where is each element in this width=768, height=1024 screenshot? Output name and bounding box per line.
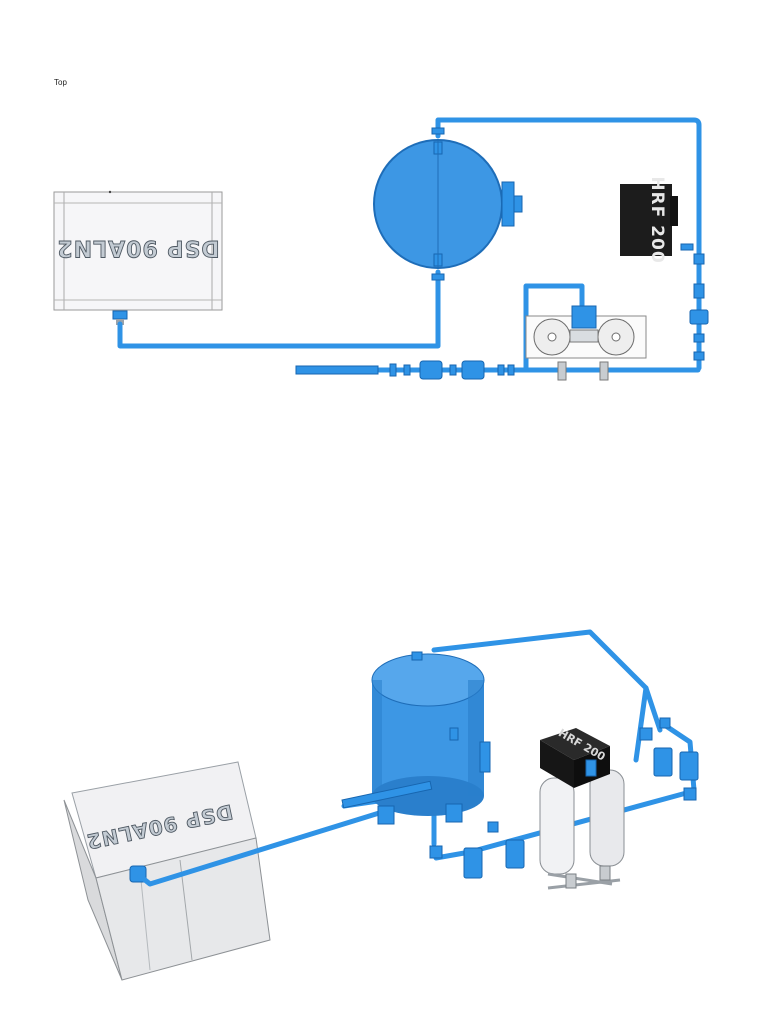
receiver-tank-iso <box>371 651 491 825</box>
compressor-top: DSP 90ALN2 <box>53 190 223 325</box>
hrf-dryer-top: HRF 200 <box>620 176 678 264</box>
inlet-pipe-iso <box>341 780 433 809</box>
right-filters-iso <box>639 717 699 801</box>
inline-fittings-top <box>389 360 515 380</box>
inlet-pipe-end <box>295 365 379 375</box>
desiccant-towers-top <box>525 305 647 381</box>
dryer-unit-iso: HRF 200 <box>539 726 625 890</box>
compressor-iso: DSP 90ALN2 <box>63 761 271 981</box>
top-view-drawing: DSP 90ALN2 <box>53 117 709 381</box>
receiver-tank-top <box>373 127 523 281</box>
dryer-label-top: HRF 200 <box>647 176 667 263</box>
compressor-label-top: DSP 90ALN2 <box>56 235 219 260</box>
riser-fittings-top <box>680 243 709 361</box>
inline-filters-iso <box>429 821 525 879</box>
view-label-top: Top <box>54 78 67 87</box>
